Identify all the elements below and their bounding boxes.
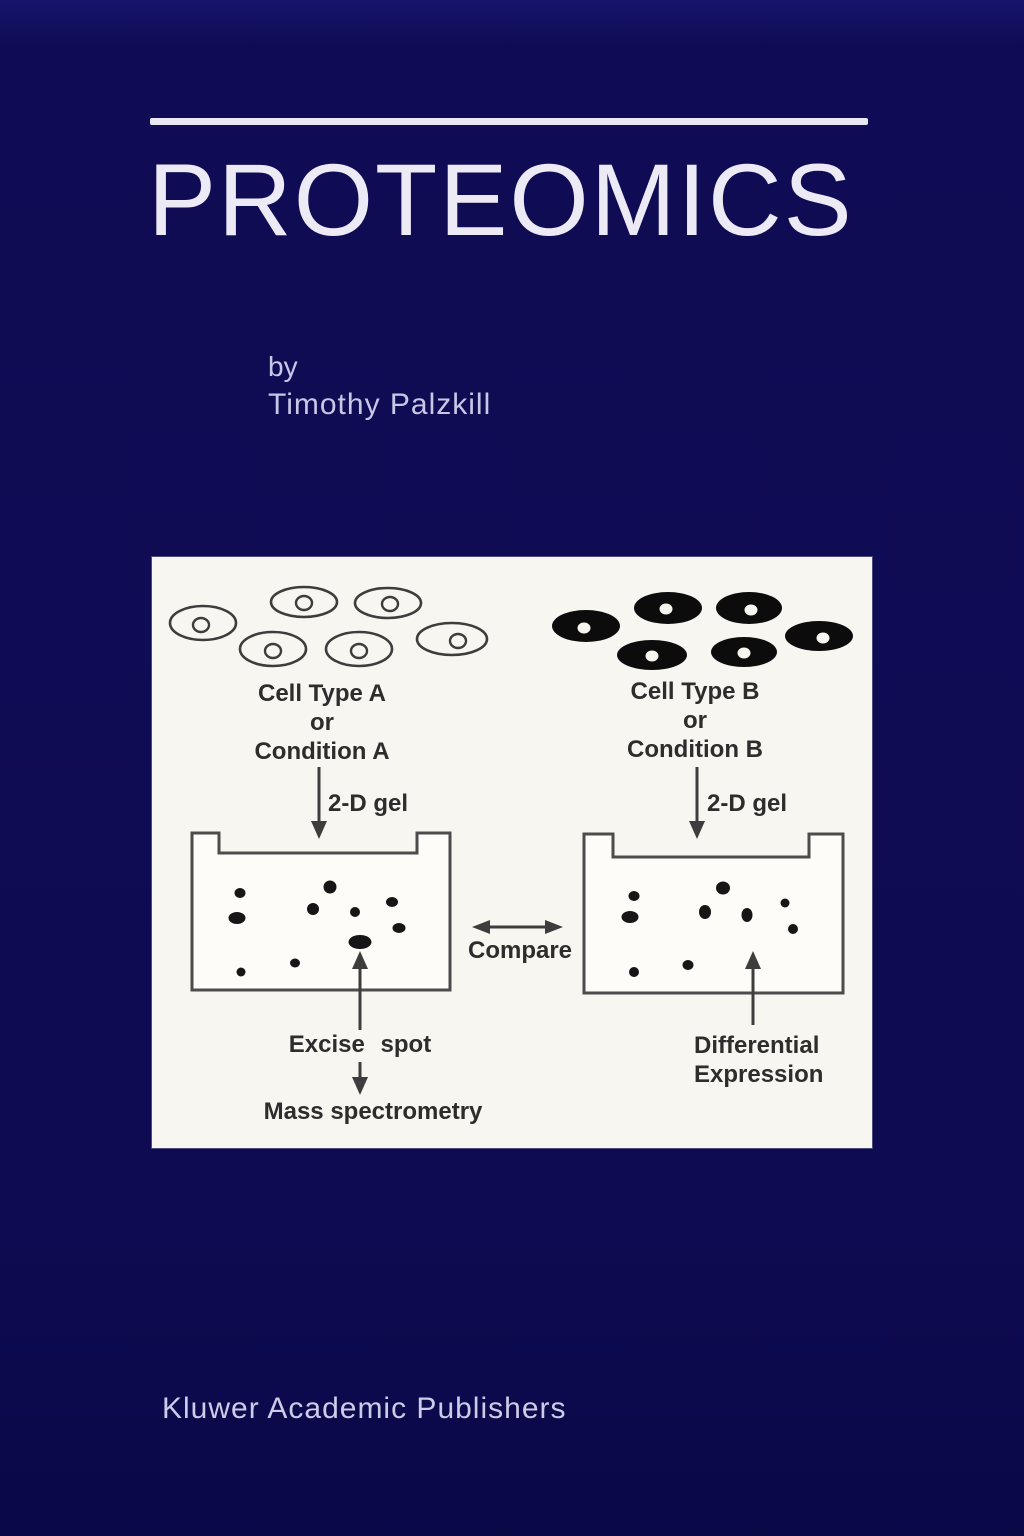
workflow-svg <box>168 585 853 1095</box>
cell-b-nucleus-icon <box>659 603 673 615</box>
gel-spot-a <box>290 958 300 968</box>
gel-spot-b <box>699 905 711 919</box>
cell-a-nucleus-icon <box>294 594 314 612</box>
cell-a <box>324 630 394 668</box>
workflow-diagram-panel: Cell Type A or Condition A Cell Type B o… <box>152 557 872 1148</box>
title-rule <box>150 118 868 125</box>
gel-spot-b <box>780 898 790 908</box>
gel-label-a: 2-D gel <box>328 790 409 817</box>
cell-a <box>238 630 308 668</box>
cell-a <box>353 586 423 620</box>
gel-spot-a <box>350 907 360 917</box>
cell-a <box>415 621 489 657</box>
gel-label-b: 2-D gel <box>707 790 788 817</box>
arrow-2d-gel-b <box>689 767 705 839</box>
cell-a-nucleus-icon <box>448 632 468 650</box>
cell-b-nucleus-icon <box>744 604 758 616</box>
gel-spot-b <box>621 911 639 923</box>
gel-spot-b <box>628 891 640 901</box>
cell-a-nucleus-icon <box>263 642 283 660</box>
gel-tray-b <box>582 832 845 995</box>
compare-arrow <box>472 920 563 934</box>
differential-expression-label: Differential Expression <box>694 1032 824 1088</box>
book-title: PROTEOMICS <box>148 143 854 257</box>
cell-a <box>269 585 339 619</box>
gel-spot-a <box>236 967 246 977</box>
cell-a-nucleus-icon <box>380 595 400 613</box>
gel-spot-a <box>307 903 319 915</box>
author-name: Timothy Palzkill <box>268 388 492 421</box>
gel-spot-a <box>392 923 406 933</box>
cells-a-group <box>168 585 489 668</box>
gel-spot-a <box>228 912 246 924</box>
compare-label: Compare <box>467 937 573 964</box>
cells-b-group <box>552 592 853 670</box>
gel-spot-b <box>629 967 639 977</box>
cell-a-nucleus-icon <box>349 642 369 660</box>
gel-spot-b <box>682 960 694 970</box>
gel-spot-a <box>348 935 372 949</box>
cell-type-a-label: Cell Type A or Condition A <box>254 680 390 765</box>
gel-spots-a-group <box>228 880 406 977</box>
cell-a <box>168 604 238 642</box>
cell-a-nucleus-icon <box>191 616 211 634</box>
excise-spot-arrow <box>352 951 368 1030</box>
gel-tray-a <box>190 831 452 992</box>
gel-spot-b <box>716 881 730 895</box>
gel-spot-b <box>788 924 798 934</box>
mass-spectrometry-label: Mass spectrometry <box>263 1098 483 1125</box>
gel-spot-a <box>323 880 337 894</box>
mass-spec-arrow <box>352 1062 368 1095</box>
author-block: by Timothy Palzkill <box>268 348 491 424</box>
publisher-name: Kluwer Academic Publishers <box>162 1392 567 1425</box>
differential-arrow <box>745 951 761 1025</box>
cell-b-nucleus-icon <box>577 622 591 634</box>
excise-spot-label: Excise spot <box>288 1031 432 1058</box>
gel-spot-a <box>386 897 398 907</box>
cell-type-b-label: Cell Type B or Condition B <box>627 678 763 763</box>
gel-spot-a <box>234 888 246 898</box>
cell-b-nucleus-icon <box>645 650 659 662</box>
cell-b-nucleus-icon <box>816 632 830 644</box>
gel-spot-b <box>741 908 753 922</box>
byline: by <box>268 351 298 382</box>
gel-spots-b-group <box>621 881 798 977</box>
cell-b-nucleus-icon <box>737 647 751 659</box>
arrow-2d-gel-a <box>311 767 327 839</box>
